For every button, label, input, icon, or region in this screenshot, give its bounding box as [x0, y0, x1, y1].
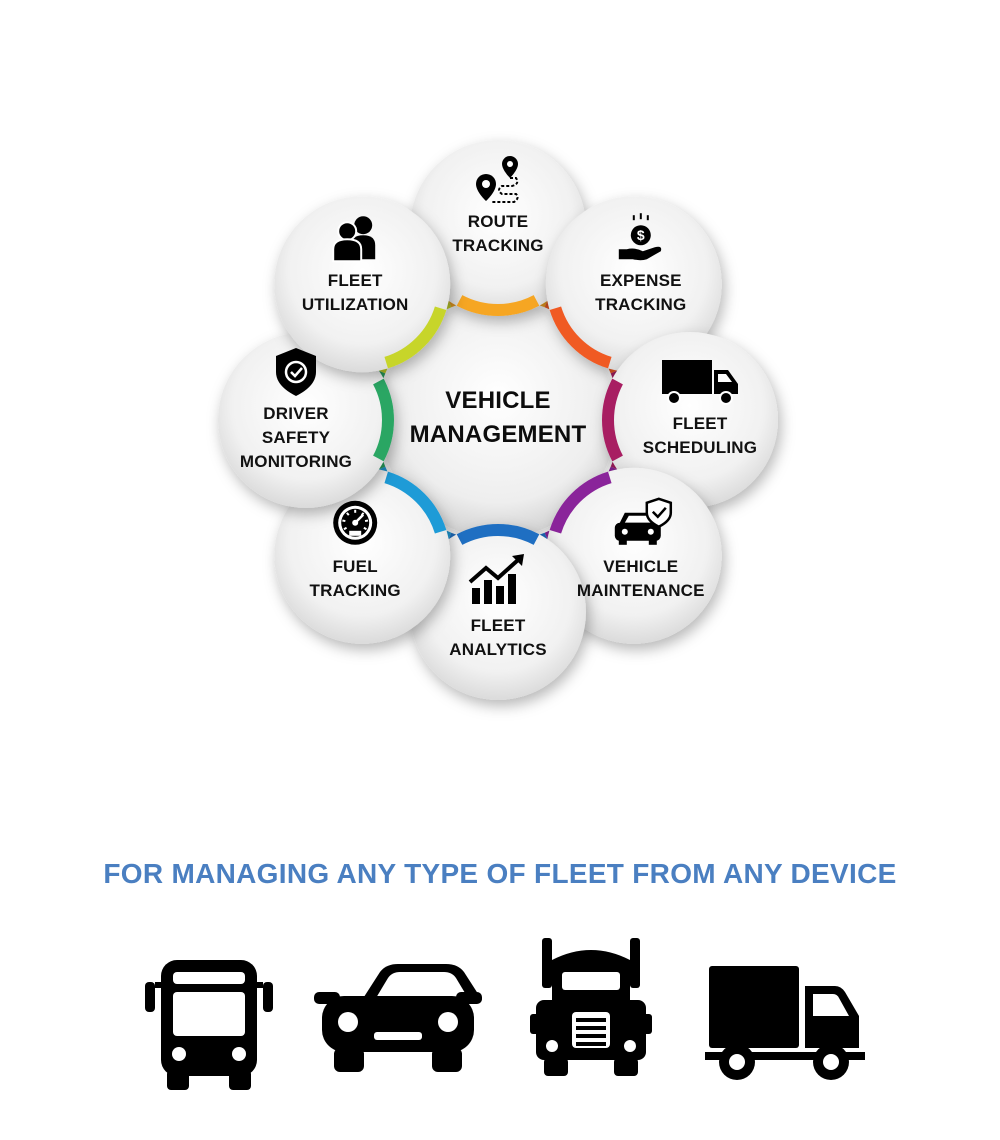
- feature-label-line: TRACKING: [452, 236, 544, 255]
- fuel-gauge-icon: [333, 500, 378, 545]
- feature-accent-driver-safety-monitoring: [373, 378, 394, 462]
- semi-truck-icon: [530, 938, 652, 1076]
- feature-label-line: VEHICLE: [603, 556, 679, 576]
- feature-disc-fuel-tracking[interactable]: [274, 467, 451, 644]
- feature-label-fleet-utilization: FLEET UTILIZATION: [280, 269, 430, 317]
- feature-expense-tracking[interactable]: [545, 196, 722, 373]
- feature-label-route-tracking: ROUTE TRACKING: [423, 210, 573, 258]
- feature-label-line: SAFETY: [261, 428, 331, 447]
- feature-label-line: FLEET: [470, 616, 526, 635]
- feature-label-line: MAINTENANCE: [576, 580, 705, 600]
- feature-accent-fleet-scheduling: [602, 378, 623, 462]
- feature-vehicle-maintenance[interactable]: [545, 467, 722, 644]
- feature-accent-fuel-tracking: [384, 471, 447, 534]
- feature-route-tracking[interactable]: [410, 140, 586, 316]
- feature-label-vehicle-maintenance: VEHICLE MAINTENANCE: [566, 555, 716, 603]
- feature-label-line: TRACKING: [309, 580, 401, 600]
- dollar-hand-icon: $: [618, 213, 662, 261]
- truck-icon: [662, 360, 738, 405]
- feature-disc-route-tracking[interactable]: [410, 140, 586, 316]
- feature-label-fleet-analytics: FLEET ANALYTICS: [423, 614, 573, 662]
- feature-label-line: FLEET: [672, 414, 728, 433]
- center-disc: [380, 302, 616, 538]
- feature-label-line: FLEET: [327, 271, 383, 291]
- feature-driver-safety-monitoring[interactable]: [218, 332, 394, 508]
- car-shield-icon: [614, 497, 673, 545]
- feature-accent-fleet-utilization: [384, 306, 447, 369]
- feature-accent-route-tracking: [456, 295, 540, 316]
- svg-text:$: $: [637, 227, 645, 243]
- tagline: FOR MANAGING ANY TYPE OF FLEET FROM ANY …: [103, 858, 897, 889]
- feature-label-line: SCHEDULING: [642, 438, 758, 457]
- car-icon: [314, 964, 482, 1072]
- feature-disc-fleet-scheduling[interactable]: [602, 332, 778, 508]
- feature-label-line: ROUTE: [467, 212, 529, 231]
- feature-label-line: DRIVER: [263, 404, 329, 423]
- growth-chart-icon: [468, 554, 524, 604]
- fleet-type-icons: [145, 938, 865, 1090]
- feature-label-line: EXPENSE: [599, 271, 682, 291]
- feature-label-line: MONITORING: [239, 452, 353, 471]
- feature-fuel-tracking[interactable]: [274, 467, 451, 644]
- feature-label-line: TRACKING: [595, 295, 687, 315]
- center-title: VEHICLE MANAGEMENT: [388, 384, 608, 452]
- feature-disc-driver-safety-monitoring[interactable]: [218, 332, 394, 508]
- feature-label-fleet-scheduling: FLEET SCHEDULING: [625, 412, 775, 460]
- feature-accent-vehicle-maintenance: [549, 471, 612, 534]
- vehicle-management-diagram: $ ROUTE TRACKING EXPENSE TRACKING FLEET SCHED…: [218, 140, 778, 700]
- feature-label-driver-safety-monitoring: DRIVER SAFETY MONITORING: [221, 402, 371, 474]
- diagram-graphics: $: [218, 140, 778, 700]
- feature-disc-expense-tracking[interactable]: [545, 196, 722, 373]
- route-map-pin-icon: [476, 156, 519, 203]
- feature-label-fuel-tracking: FUEL TRACKING: [280, 555, 430, 603]
- feature-label-line: ANALYTICS: [449, 640, 547, 659]
- center-title-line: VEHICLE: [445, 387, 551, 414]
- bus-icon: [145, 960, 273, 1090]
- feature-accent-fleet-analytics: [456, 524, 540, 545]
- delivery-truck-icon: [705, 966, 865, 1080]
- feature-fleet-analytics[interactable]: [410, 524, 586, 700]
- feature-accent-expense-tracking: [549, 306, 612, 369]
- feature-fleet-utilization[interactable]: [274, 196, 451, 373]
- people-icon: [332, 216, 376, 263]
- feature-disc-vehicle-maintenance[interactable]: [545, 467, 722, 644]
- center-title-line: MANAGEMENT: [409, 421, 587, 448]
- shield-check-icon: [276, 348, 316, 396]
- feature-disc-fleet-utilization[interactable]: [274, 196, 451, 373]
- feature-fleet-scheduling[interactable]: [602, 332, 778, 508]
- feature-label-line: UTILIZATION: [301, 295, 409, 315]
- feature-disc-fleet-analytics[interactable]: [410, 524, 586, 700]
- feature-label-expense-tracking: EXPENSE TRACKING: [566, 269, 716, 317]
- feature-label-line: FUEL: [332, 556, 378, 576]
